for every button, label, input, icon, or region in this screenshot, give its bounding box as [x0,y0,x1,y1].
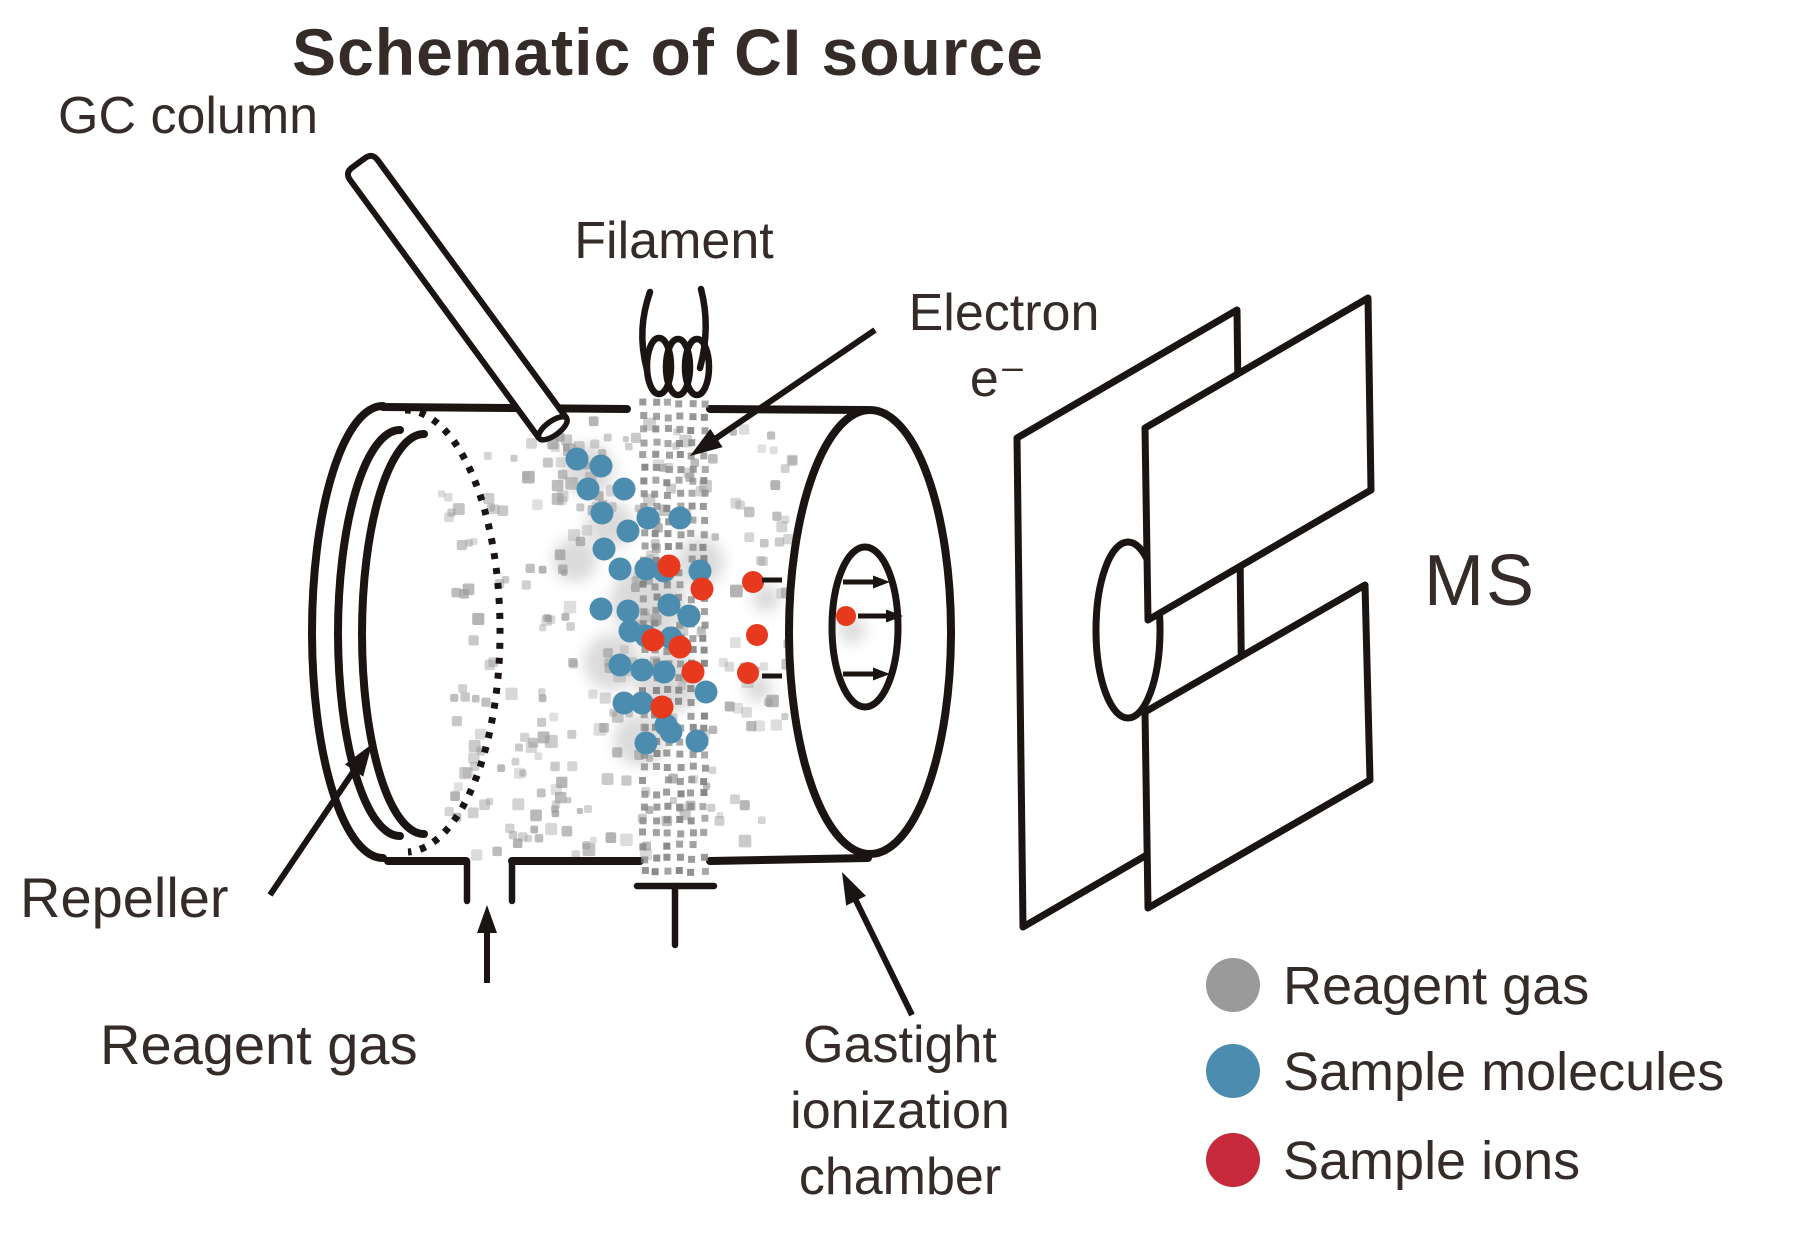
sample-molecules-and-ions [565,447,782,755]
legend-dot-sample-ions [1206,1133,1260,1187]
gastight-arrow [842,872,915,1017]
ms-label: MS [1424,541,1536,621]
legend-item-reagent-gas: Reagent gas [1206,956,1589,1016]
electron-label: Electron [909,284,1100,342]
gc-column-tube [344,152,570,443]
electron-trap-electrode [633,882,718,949]
cylinder-left-outer-ring [308,402,387,862]
ion-exit-arrow-1 [843,575,890,589]
repeller-label: Repeller [20,866,229,929]
legend-item-sample-ions: Sample ions [1206,1131,1580,1191]
ion-exit-end [785,406,955,858]
filament-lead-right [696,285,709,372]
ms-front-top-plate [1141,294,1375,624]
filament-label: Filament [574,212,774,270]
legend-item-sample-molecules: Sample molecules [1206,1042,1724,1102]
gc-column-opening [535,414,570,443]
electron-arrow [690,327,877,456]
annotation-arrows [267,327,915,1017]
chamber-bottom-wall-right [706,854,872,865]
legend-label-reagent-gas: Reagent gas [1283,956,1589,1016]
gastight-label-line1: Gastight [803,1016,997,1074]
ms-plate-hole [1092,538,1164,722]
legend-label-sample-ions: Sample ions [1283,1131,1580,1191]
electron-symbol-label: e⁻ [970,350,1026,408]
legend: Reagent gas Sample molecules Sample ions [1206,956,1724,1191]
filament-loop [662,335,694,399]
gastight-label-line2: ionization [790,1082,1010,1140]
repeller-arrow [267,744,372,897]
aperture-ion-path [836,606,866,644]
ion-exit-arrow-2 [858,609,903,623]
filament-loop [681,335,713,399]
gastight-label-line3: chamber [799,1148,1001,1206]
ionization-chamber [308,402,872,949]
gastight-label: Gastight ionization chamber [790,1016,1010,1206]
hidden-endcap-dashed-arc [404,406,504,856]
repeller-ring-outer [334,426,404,840]
legend-label-sample-molecules: Sample molecules [1283,1042,1724,1102]
ion-exit-arrow-3 [843,667,890,681]
reagent-gas-particles [437,416,801,861]
chamber-top-wall-left [379,403,631,413]
repeller-ring-inner [358,430,428,838]
gc-column-label: GC column [58,87,318,145]
reagent-inlet-arrow [477,905,497,983]
filament-loop [643,334,675,398]
filament-coil [639,285,713,399]
ms-plates [1013,294,1375,931]
legend-dot-sample-molecules [1206,1044,1260,1098]
legend-dot-reagent-gas [1206,958,1260,1012]
chamber-top-wall-right [706,405,870,414]
repeller-rings [308,402,428,862]
page-title: Schematic of CI source [292,15,1044,89]
ms-front-bottom-plate [1141,581,1374,912]
reagent-gas-label: Reagent gas [100,1013,418,1076]
